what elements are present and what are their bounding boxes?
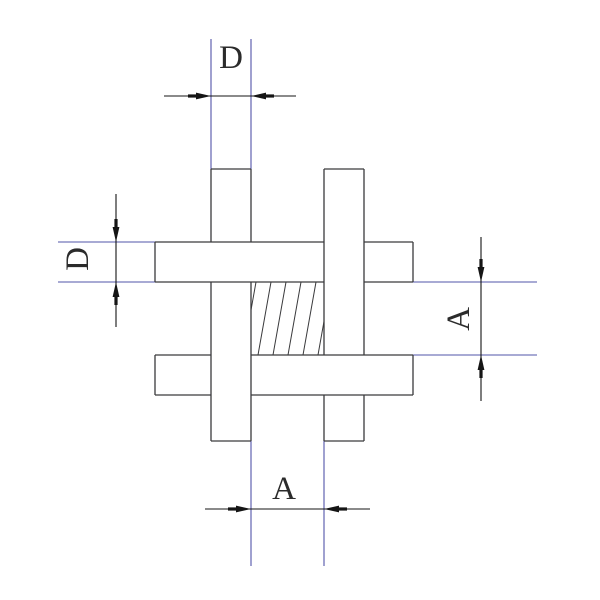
horizontal-wire-top-outline: [154, 241, 414, 283]
arrowhead-bottom-left: [236, 505, 251, 513]
wire-outlines: [154, 168, 414, 442]
arrowhead-top-right: [251, 92, 266, 100]
arrowhead-right-upper: [477, 267, 485, 282]
aperture-hatch-lines: [251, 282, 324, 355]
label-wire-diameter-left: D: [60, 247, 96, 271]
label-aperture-bottom: A: [272, 471, 296, 507]
extension-lines: [58, 39, 537, 566]
vertical-wire-right-outline: [323, 168, 365, 442]
label-aperture-right: A: [441, 307, 477, 331]
vertical-wire-left-outline: [210, 168, 252, 442]
arrowhead-bottom-right: [324, 505, 339, 513]
dimension-lines: [114, 94, 483, 511]
label-wire-diameter-top: D: [219, 40, 243, 76]
arrowhead-top-left: [196, 92, 211, 100]
dimension-arrows: [112, 92, 485, 513]
arrowhead-left-upper: [112, 227, 120, 242]
horizontal-wire-bottom-outline: [154, 354, 414, 396]
arrowhead-left-lower: [112, 282, 120, 297]
arrowhead-right-lower: [477, 355, 485, 370]
aperture-hatch: [251, 282, 324, 355]
dimension-labels: D D A A: [60, 40, 477, 507]
